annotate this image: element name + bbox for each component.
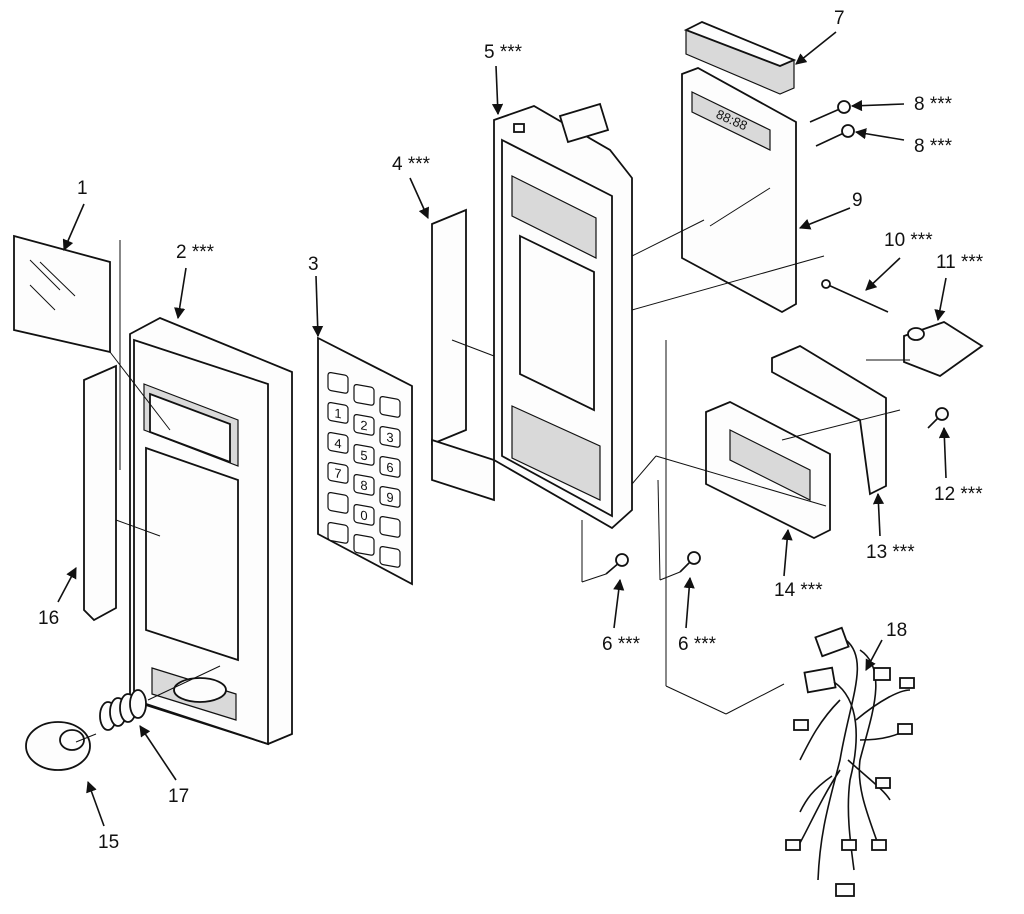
part-16-strip: [83, 364, 117, 622]
label-part-8a: 8 ***: [914, 94, 953, 115]
keypad-key-label: 3: [386, 429, 393, 445]
keypad-key: [327, 461, 349, 484]
part-15-knob: [25, 721, 97, 771]
keypad-key: [353, 503, 375, 526]
part-5-housing: [493, 102, 633, 530]
part-18-wire-harness: [785, 626, 915, 897]
keypad-key-label: 5: [360, 447, 367, 463]
keypad-key: [327, 431, 349, 454]
label-part-16: 16: [38, 608, 59, 629]
label-part-1: 1: [77, 178, 88, 199]
label-part-18: 18: [886, 620, 907, 641]
callout-arrows: [57, 31, 950, 827]
keypad-key-label: 7: [334, 465, 341, 481]
keypad-key-label: 4: [334, 435, 341, 451]
label-part-9: 9: [852, 190, 863, 211]
part-1-glass: [13, 234, 111, 354]
part-6-screws: [605, 551, 701, 575]
label-part-2: 2 ***: [176, 242, 215, 263]
keypad-key: [379, 485, 401, 508]
label-part-13: 13 ***: [866, 542, 915, 563]
label-part-14: 14 ***: [774, 580, 823, 601]
keypad-key-label: 8: [360, 477, 367, 493]
label-part-6a: 6 ***: [602, 634, 641, 655]
keypad-key: [353, 383, 375, 406]
part-17-spring: [99, 665, 221, 731]
part-11-latch: [903, 321, 984, 378]
keypad-key: [353, 443, 375, 466]
keypad-key: [379, 425, 401, 448]
keypad-key: [353, 533, 375, 556]
part-8-screws: [809, 100, 855, 147]
keypad-key: [327, 371, 349, 394]
part-14-bracket: [705, 401, 831, 540]
part-10-rod: [821, 279, 889, 313]
part-7-bar: [683, 21, 797, 95]
keypad-key: [379, 545, 401, 568]
label-part-17: 17: [168, 786, 189, 807]
part-9-display-board: 88:88: [681, 67, 797, 314]
label-part-15: 15: [98, 832, 119, 853]
keypad-key-label: 0: [360, 507, 367, 523]
keypad-key: [327, 521, 349, 544]
label-part-3: 3: [308, 254, 319, 275]
label-part-6b: 6 ***: [678, 634, 717, 655]
label-part-4: 4 ***: [392, 154, 431, 175]
keypad-key-label: 6: [386, 459, 393, 475]
label-part-7: 7: [834, 8, 845, 29]
label-part-11: 11 ***: [936, 252, 984, 273]
keypad-key: [379, 455, 401, 478]
keypad-key: [327, 401, 349, 424]
part-13-bracket: [771, 344, 887, 496]
leader-lines: [109, 187, 910, 715]
part-3-keypad: 1 2 3 4 5 6 7 8 9 0: [317, 336, 413, 586]
keypad-key: [353, 473, 375, 496]
label-part-8b: 8 ***: [914, 136, 953, 157]
label-part-12: 12 ***: [934, 484, 983, 505]
keypad-key: [379, 515, 401, 538]
keypad-key: [353, 413, 375, 436]
part-2-front-frame: [129, 317, 293, 746]
part-4-ribbon: [431, 208, 495, 502]
keypad-key-label: 2: [360, 417, 367, 433]
keypad-key: [379, 395, 401, 418]
keypad-key-label: 9: [386, 489, 393, 505]
keypad-key-label: 1: [334, 405, 341, 421]
label-part-5: 5 ***: [484, 42, 523, 63]
label-part-10: 10 ***: [884, 230, 933, 251]
keypad-key: [327, 491, 349, 514]
part-12-screw: [927, 407, 949, 429]
